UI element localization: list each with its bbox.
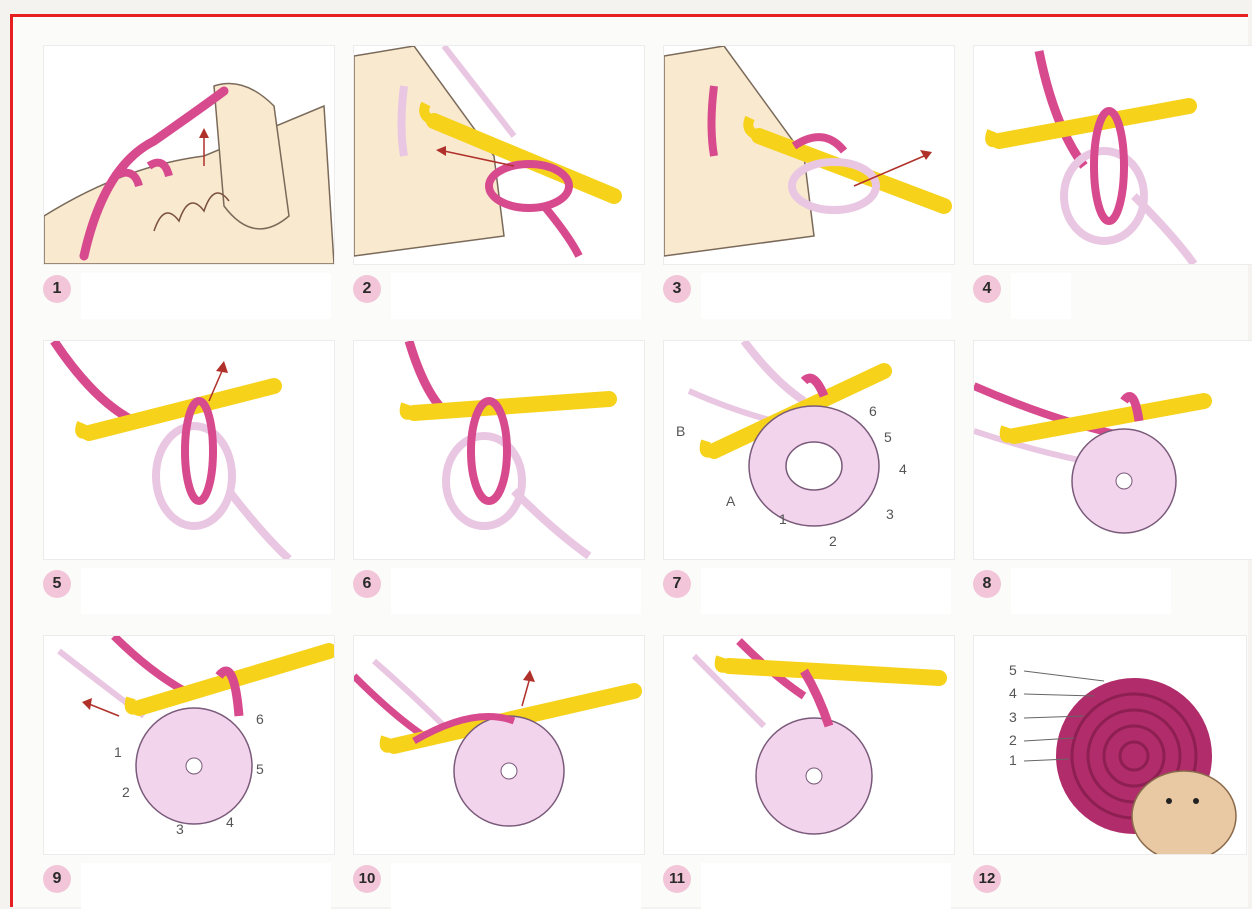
stitch-label-5: 5: [256, 761, 264, 777]
step-9-illustration: 1 2 3 4 5 6: [43, 635, 335, 855]
step-7-number-badge: 7: [663, 570, 691, 598]
stitch-label-4: 4: [226, 814, 234, 830]
first-round-stitches-drawing: [664, 341, 954, 559]
stitch-label-1: 1: [114, 744, 122, 760]
step-10-caption-area: [391, 863, 641, 909]
stitch-label-2: 2: [829, 533, 837, 549]
second-round-stitch-drawing: [354, 636, 644, 854]
hand-winding-yarn-drawing: [44, 46, 334, 264]
step-3-number-badge: 3: [663, 275, 691, 303]
round-label-4: 4: [1009, 685, 1017, 701]
ring-tightened-drawing: [354, 341, 644, 559]
step-8-number-badge: 8: [973, 570, 1001, 598]
step-6-illustration: [353, 340, 645, 560]
step-8-illustration: [973, 340, 1252, 560]
step-1-illustration: [43, 45, 335, 265]
step-12-number-badge: 12: [973, 865, 1001, 893]
step-2-illustration: [353, 45, 645, 265]
step-5-caption-area: [81, 568, 331, 614]
step-6-caption-area: [391, 568, 641, 614]
step-11-number-badge: 11: [663, 865, 691, 893]
label-A: A: [726, 493, 735, 509]
stitch-label-1: 1: [779, 511, 787, 527]
step-1-caption-area: [81, 273, 331, 319]
step-2-number-badge: 2: [353, 275, 381, 303]
step-3-illustration: [663, 45, 955, 265]
step-5-number-badge: 5: [43, 570, 71, 598]
step-5-illustration: [43, 340, 335, 560]
step-11-illustration: [663, 635, 955, 855]
step-4-caption-area: [1011, 273, 1071, 319]
round-label-2: 2: [1009, 732, 1017, 748]
step-2-caption-area: [391, 273, 641, 319]
stitch-label-6: 6: [869, 403, 877, 419]
second-round-continue-drawing: [664, 636, 954, 854]
step-10-number-badge: 10: [353, 865, 381, 893]
round-label-3: 3: [1009, 709, 1017, 725]
yarn-over-and-pull-drawing: [44, 341, 334, 559]
yarn-over-hook-drawing: [974, 46, 1234, 264]
step-12-illustration: 5 4 3 2 1: [973, 635, 1247, 855]
step-6-number-badge: 6: [353, 570, 381, 598]
stitch-label-2: 2: [122, 784, 130, 800]
round-closed-drawing: [974, 341, 1234, 559]
step-3-caption-area: [701, 273, 951, 319]
step-9-number-badge: 9: [43, 865, 71, 893]
stitch-label-5: 5: [884, 429, 892, 445]
round-label-5: 5: [1009, 662, 1017, 678]
step-4-illustration: [973, 45, 1252, 265]
step-10-illustration: [353, 635, 645, 855]
pull-loop-through-drawing: [664, 46, 954, 264]
second-round-start-drawing: [44, 636, 334, 854]
hook-into-ring-drawing: [354, 46, 644, 264]
round-label-1: 1: [1009, 752, 1017, 768]
step-4-number-badge: 4: [973, 275, 1001, 303]
step-11-caption-area: [701, 863, 951, 909]
step-7-illustration: B A 1 2 3 4 5 6: [663, 340, 955, 560]
label-B: B: [676, 423, 685, 439]
stitch-label-3: 3: [176, 821, 184, 837]
step-7-caption-area: [701, 568, 951, 614]
stitch-label-4: 4: [899, 461, 907, 477]
step-9-caption-area: [81, 863, 331, 909]
step-8-caption-area: [1011, 568, 1171, 614]
stitch-label-3: 3: [886, 506, 894, 522]
stitch-label-6: 6: [256, 711, 264, 727]
step-1-number-badge: 1: [43, 275, 71, 303]
